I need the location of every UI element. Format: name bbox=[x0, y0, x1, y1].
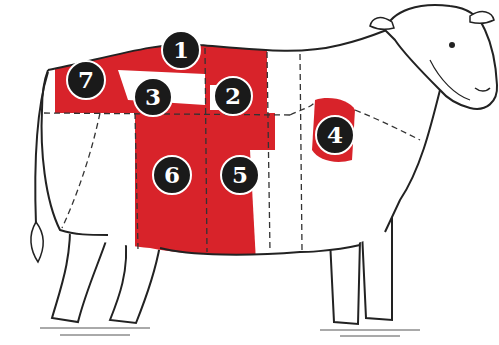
callout-number: 1 bbox=[161, 30, 201, 70]
callout-number: 7 bbox=[66, 60, 106, 100]
callout-number: 2 bbox=[213, 76, 253, 116]
callout-number: 3 bbox=[133, 77, 173, 117]
callout-number: 5 bbox=[220, 155, 260, 195]
callout-number: 6 bbox=[152, 155, 192, 195]
callout-number: 4 bbox=[315, 115, 355, 155]
